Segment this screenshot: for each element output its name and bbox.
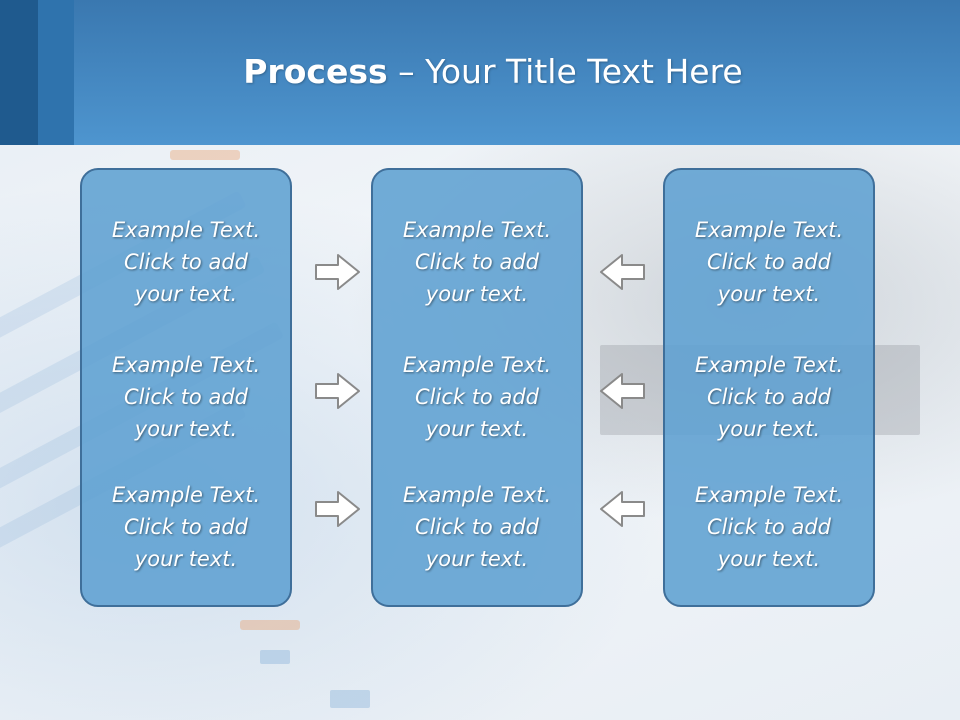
text-line: your text. <box>717 547 821 571</box>
left-arrow-icon <box>600 373 645 409</box>
text-line: Example Text. <box>694 218 844 242</box>
header-accent-mid <box>38 0 74 145</box>
text-line: Click to add <box>123 385 248 409</box>
text-item[interactable]: Example Text. Click to add your text. <box>665 349 873 445</box>
text-line: Click to add <box>123 250 248 274</box>
text-line: Click to add <box>414 385 539 409</box>
text-line: your text. <box>134 282 238 306</box>
text-line: Example Text. <box>111 353 261 377</box>
text-line: your text. <box>134 417 238 441</box>
text-item[interactable]: Example Text. Click to add your text. <box>665 214 873 310</box>
text-line: Click to add <box>123 515 248 539</box>
text-item[interactable]: Example Text. Click to add your text. <box>82 349 290 445</box>
right-arrow-icon <box>315 491 360 527</box>
right-arrow-icon <box>315 373 360 409</box>
title-bar: Process – Your Title Text Here <box>0 0 960 145</box>
text-line: Click to add <box>706 515 831 539</box>
text-item[interactable]: Example Text. Click to add your text. <box>373 349 581 445</box>
title-rest: – Your Title Text Here <box>387 52 743 91</box>
process-box-center[interactable]: Example Text. Click to add your text. Ex… <box>371 168 583 607</box>
text-item[interactable]: Example Text. Click to add your text. <box>82 214 290 310</box>
text-line: your text. <box>425 417 529 441</box>
text-line: Click to add <box>706 385 831 409</box>
left-arrow-icon <box>600 254 645 290</box>
text-item[interactable]: Example Text. Click to add your text. <box>373 479 581 575</box>
slide-title[interactable]: Process – Your Title Text Here <box>0 52 960 91</box>
text-line: Example Text. <box>402 483 552 507</box>
left-arrow-icon <box>600 491 645 527</box>
process-box-left[interactable]: Example Text. Click to add your text. Ex… <box>80 168 292 607</box>
text-line: Example Text. <box>402 353 552 377</box>
text-item[interactable]: Example Text. Click to add your text. <box>82 479 290 575</box>
text-line: your text. <box>134 547 238 571</box>
text-line: your text. <box>717 417 821 441</box>
header-accent-dark <box>0 0 38 145</box>
text-line: Example Text. <box>111 483 261 507</box>
text-item[interactable]: Example Text. Click to add your text. <box>373 214 581 310</box>
text-line: Example Text. <box>402 218 552 242</box>
title-bold: Process <box>243 52 388 91</box>
text-item[interactable]: Example Text. Click to add your text. <box>665 479 873 575</box>
text-line: your text. <box>717 282 821 306</box>
process-box-right[interactable]: Example Text. Click to add your text. Ex… <box>663 168 875 607</box>
text-line: your text. <box>425 282 529 306</box>
right-arrow-icon <box>315 254 360 290</box>
text-line: Click to add <box>414 250 539 274</box>
text-line: Example Text. <box>694 353 844 377</box>
text-line: Example Text. <box>694 483 844 507</box>
text-line: your text. <box>425 547 529 571</box>
text-line: Example Text. <box>111 218 261 242</box>
text-line: Click to add <box>414 515 539 539</box>
text-line: Click to add <box>706 250 831 274</box>
